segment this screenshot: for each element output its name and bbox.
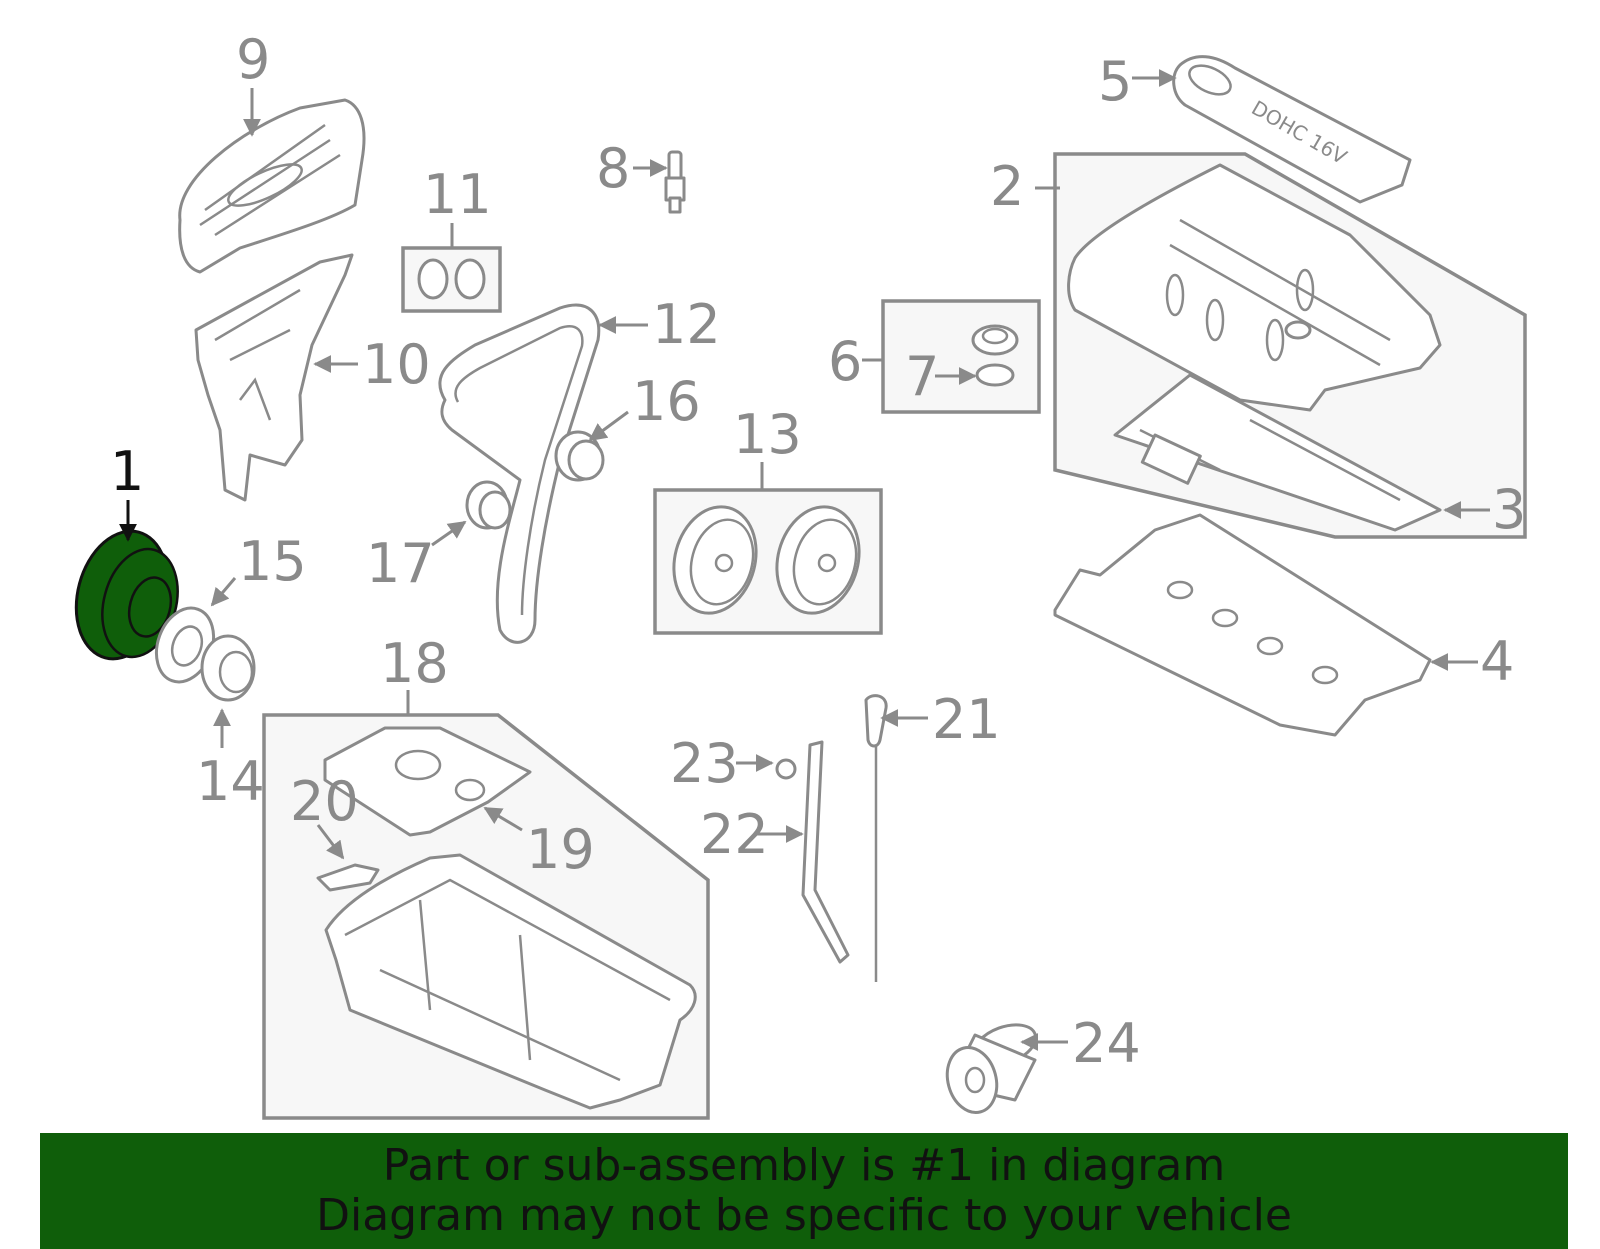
leader-20 [316, 824, 345, 860]
callout-17[interactable]: 17 [366, 532, 435, 595]
callout-18[interactable]: 18 [380, 632, 449, 695]
leader-15 [210, 577, 237, 607]
info-banner: Part or sub-assembly is #1 in diagram Di… [40, 1133, 1568, 1249]
callout-9[interactable]: 9 [236, 28, 270, 91]
callout-22[interactable]: 22 [700, 803, 769, 866]
tensioner-pulley [465, 480, 512, 530]
timing-belt [438, 303, 601, 644]
callout-16[interactable]: 16 [632, 370, 701, 433]
spark-plug-tube-seals [1113, 373, 1442, 532]
crank-sprocket [200, 634, 256, 702]
spark-plug [664, 150, 686, 214]
callout-20[interactable]: 20 [290, 770, 359, 833]
callout-13[interactable]: 13 [733, 403, 802, 466]
banner-line-2: Diagram may not be specific to your vehi… [316, 1190, 1292, 1241]
timing-cover-upper [178, 98, 366, 274]
timing-cover-lower [194, 253, 354, 502]
leader-16 [588, 410, 629, 442]
oil-strainer [316, 863, 380, 892]
callout-2[interactable]: 2 [990, 155, 1024, 218]
callout-8[interactable]: 8 [596, 137, 630, 200]
callout-21[interactable]: 21 [932, 688, 1001, 751]
leader-17 [431, 520, 467, 547]
dipstick-tube [801, 740, 850, 964]
cam-sprocket-pair [672, 505, 861, 615]
callout-6[interactable]: 6 [828, 330, 862, 393]
callout-15[interactable]: 15 [238, 530, 307, 593]
callout-5[interactable]: 5 [1098, 50, 1132, 113]
idler-pulley [554, 430, 605, 482]
seal-pair [417, 258, 486, 300]
cylinder-head-cover [1067, 163, 1442, 412]
oil-filler-cap-box [881, 299, 1041, 414]
callout-10[interactable]: 10 [362, 333, 431, 396]
callout-11[interactable]: 11 [423, 163, 492, 226]
oil-pan-baffle [323, 726, 532, 837]
callout-3[interactable]: 3 [1492, 478, 1526, 541]
callout-12[interactable]: 12 [652, 293, 721, 356]
callout-14[interactable]: 14 [196, 750, 265, 813]
oil-pan [324, 853, 697, 1110]
callout-1[interactable]: 1 [110, 440, 144, 503]
crankshaft-pulley[interactable] [63, 521, 189, 669]
callout-23[interactable]: 23 [670, 732, 739, 795]
leader-19 [483, 806, 523, 832]
callout-19[interactable]: 19 [526, 818, 595, 881]
dipstick-clip [775, 758, 797, 780]
callout-7[interactable]: 7 [905, 345, 939, 408]
callout-4[interactable]: 4 [1480, 630, 1514, 693]
oil-filter [945, 1023, 1038, 1114]
oil-filler-cap [971, 324, 1019, 387]
valve-cover-gasket [1053, 513, 1432, 737]
dipstick [864, 694, 888, 982]
callout-24[interactable]: 24 [1072, 1012, 1141, 1075]
banner-line-1: Part or sub-assembly is #1 in diagram [382, 1140, 1226, 1191]
